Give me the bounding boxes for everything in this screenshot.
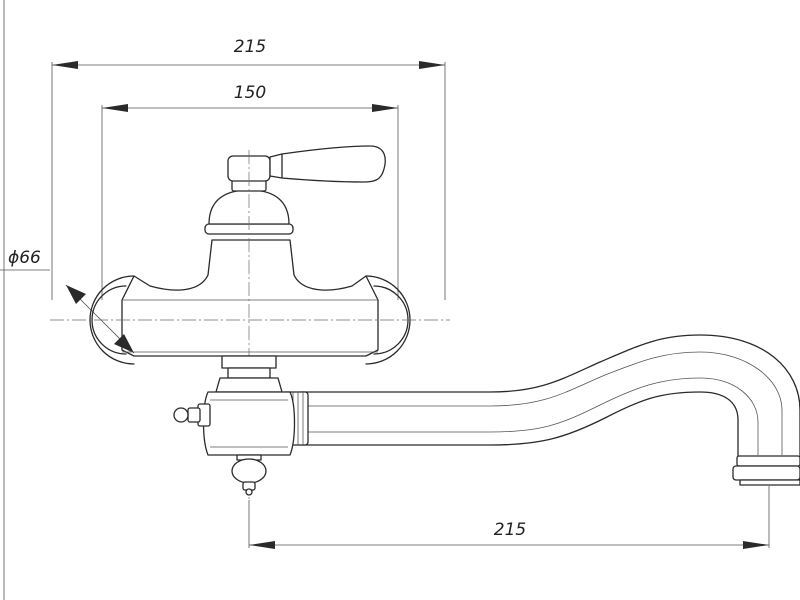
dimension-label-diameter: ϕ66 [8,248,41,268]
dimension-body-width: 150 [101,83,399,300]
dimension-label-body-width: 150 [234,83,266,103]
spout [281,334,800,486]
diverter-neck [215,355,283,393]
dimension-overall-width: 215 [51,37,446,300]
mixer-body [121,239,379,357]
dimension-diameter: ϕ66 [0,248,135,354]
diverter-bottom-knob [231,454,267,496]
dimension-label-spout-length: 215 [494,520,526,540]
diverter-body [202,391,296,456]
lever-handle [269,145,386,183]
diverter-side-knob [173,403,211,427]
dimension-spout-length: 215 [248,486,770,549]
dimension-label-overall-width: 215 [234,37,266,57]
